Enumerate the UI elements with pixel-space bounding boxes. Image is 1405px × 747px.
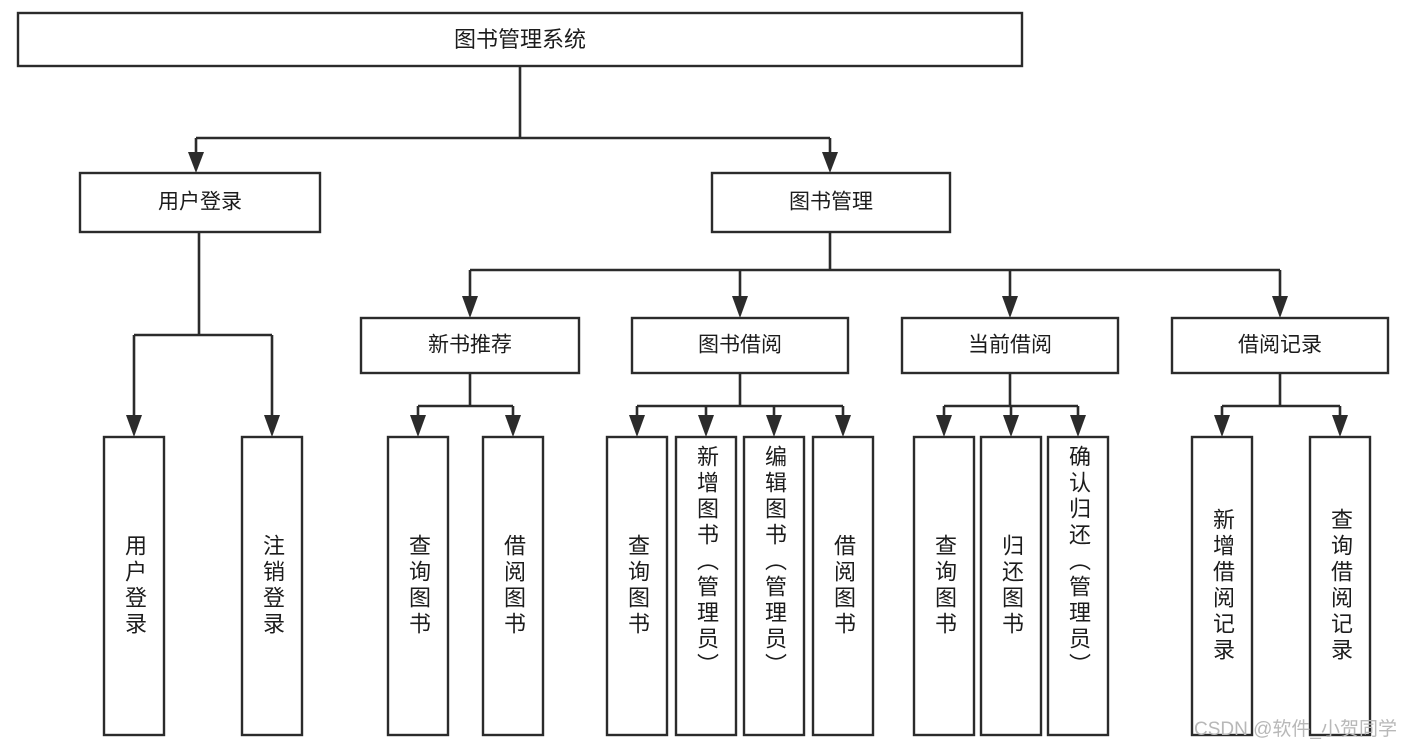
arrow-head-leaf-query-book-2 — [629, 415, 645, 437]
node-new-book-recommend-box[interactable] — [359, 316, 581, 375]
arrow-head-leaf-borrow-book-2 — [835, 415, 851, 437]
node-current-borrow-label: 当前借阅 — [968, 334, 1052, 357]
leaf-logout-login-box[interactable] — [240, 435, 304, 737]
leaf-query-record-box[interactable] — [1308, 435, 1372, 737]
node-user-login-label: 用户登录 — [158, 191, 242, 214]
arrow-head-leaf-confirm-return — [1070, 415, 1086, 437]
node-root-label: 图书管理系统 — [454, 27, 586, 52]
arrow-head-leaf-query-record — [1332, 415, 1348, 437]
arrow-head-borrow-record — [1272, 296, 1288, 318]
leaf-confirm-return-box[interactable] — [1046, 435, 1110, 737]
arrow-head-leaf-edit-book — [766, 415, 782, 437]
leaf-query-book-3-box[interactable] — [912, 435, 976, 737]
arrow-head-user-login — [188, 152, 204, 173]
node-new-book-recommend-label: 新书推荐 — [428, 334, 512, 357]
arrow-head-leaf-query-book-3 — [936, 415, 952, 437]
arrow-head-leaf-add-book — [698, 415, 714, 437]
connector-layer — [126, 66, 1348, 437]
leaf-return-book-box[interactable] — [979, 435, 1043, 737]
node-borrow-record-box[interactable] — [1170, 316, 1390, 375]
leaf-edit-book-box[interactable] — [742, 435, 806, 737]
arrow-head-leaf-logout-login — [264, 415, 280, 437]
node-book-borrow-label: 图书借阅 — [698, 334, 782, 357]
leaf-query-book-2-box[interactable] — [605, 435, 669, 737]
arrow-head-leaf-add-record — [1214, 415, 1230, 437]
node-new-book-recommend[interactable]: 新书推荐 — [359, 316, 581, 375]
arrow-head-current-borrow — [1002, 296, 1018, 318]
arrow-head-leaf-user-login — [126, 415, 142, 437]
arrow-head-book-manage — [822, 152, 838, 173]
watermark: CSDN @软件_小贺同学 — [1194, 714, 1397, 741]
node-book-manage[interactable]: 图书管理 — [710, 171, 952, 234]
leaf-nodes-layer — [102, 435, 1372, 737]
leaf-add-book-box[interactable] — [674, 435, 738, 737]
watermark-label: CSDN @软件_小贺同学 — [1194, 719, 1397, 740]
node-current-borrow[interactable]: 当前借阅 — [900, 316, 1120, 375]
node-book-borrow-box[interactable] — [630, 316, 850, 375]
arrow-head-new-book-recommend — [462, 296, 478, 318]
arrow-head-leaf-borrow-book-1 — [505, 415, 521, 437]
leaf-borrow-book-1-box[interactable] — [481, 435, 545, 737]
arrow-head-book-borrow — [732, 296, 748, 318]
leaf-user-login-box[interactable] — [102, 435, 166, 737]
leaf-add-record-box[interactable] — [1190, 435, 1254, 737]
arrow-head-leaf-query-book-1 — [410, 415, 426, 437]
node-book-borrow[interactable]: 图书借阅 — [630, 316, 850, 375]
node-root[interactable]: 图书管理系统 — [16, 11, 1024, 68]
node-user-login[interactable]: 用户登录 — [78, 171, 322, 234]
node-root-box[interactable] — [16, 11, 1024, 68]
leaf-borrow-book-2-box[interactable] — [811, 435, 875, 737]
leaf-query-book-1-box[interactable] — [386, 435, 450, 737]
node-current-borrow-box[interactable] — [900, 316, 1120, 375]
node-user-login-box[interactable] — [78, 171, 322, 234]
node-borrow-record[interactable]: 借阅记录 — [1170, 316, 1390, 375]
arrow-head-leaf-return-book — [1003, 415, 1019, 437]
node-book-manage-box[interactable] — [710, 171, 952, 234]
node-borrow-record-label: 借阅记录 — [1238, 334, 1322, 357]
node-book-manage-label: 图书管理 — [789, 191, 873, 214]
